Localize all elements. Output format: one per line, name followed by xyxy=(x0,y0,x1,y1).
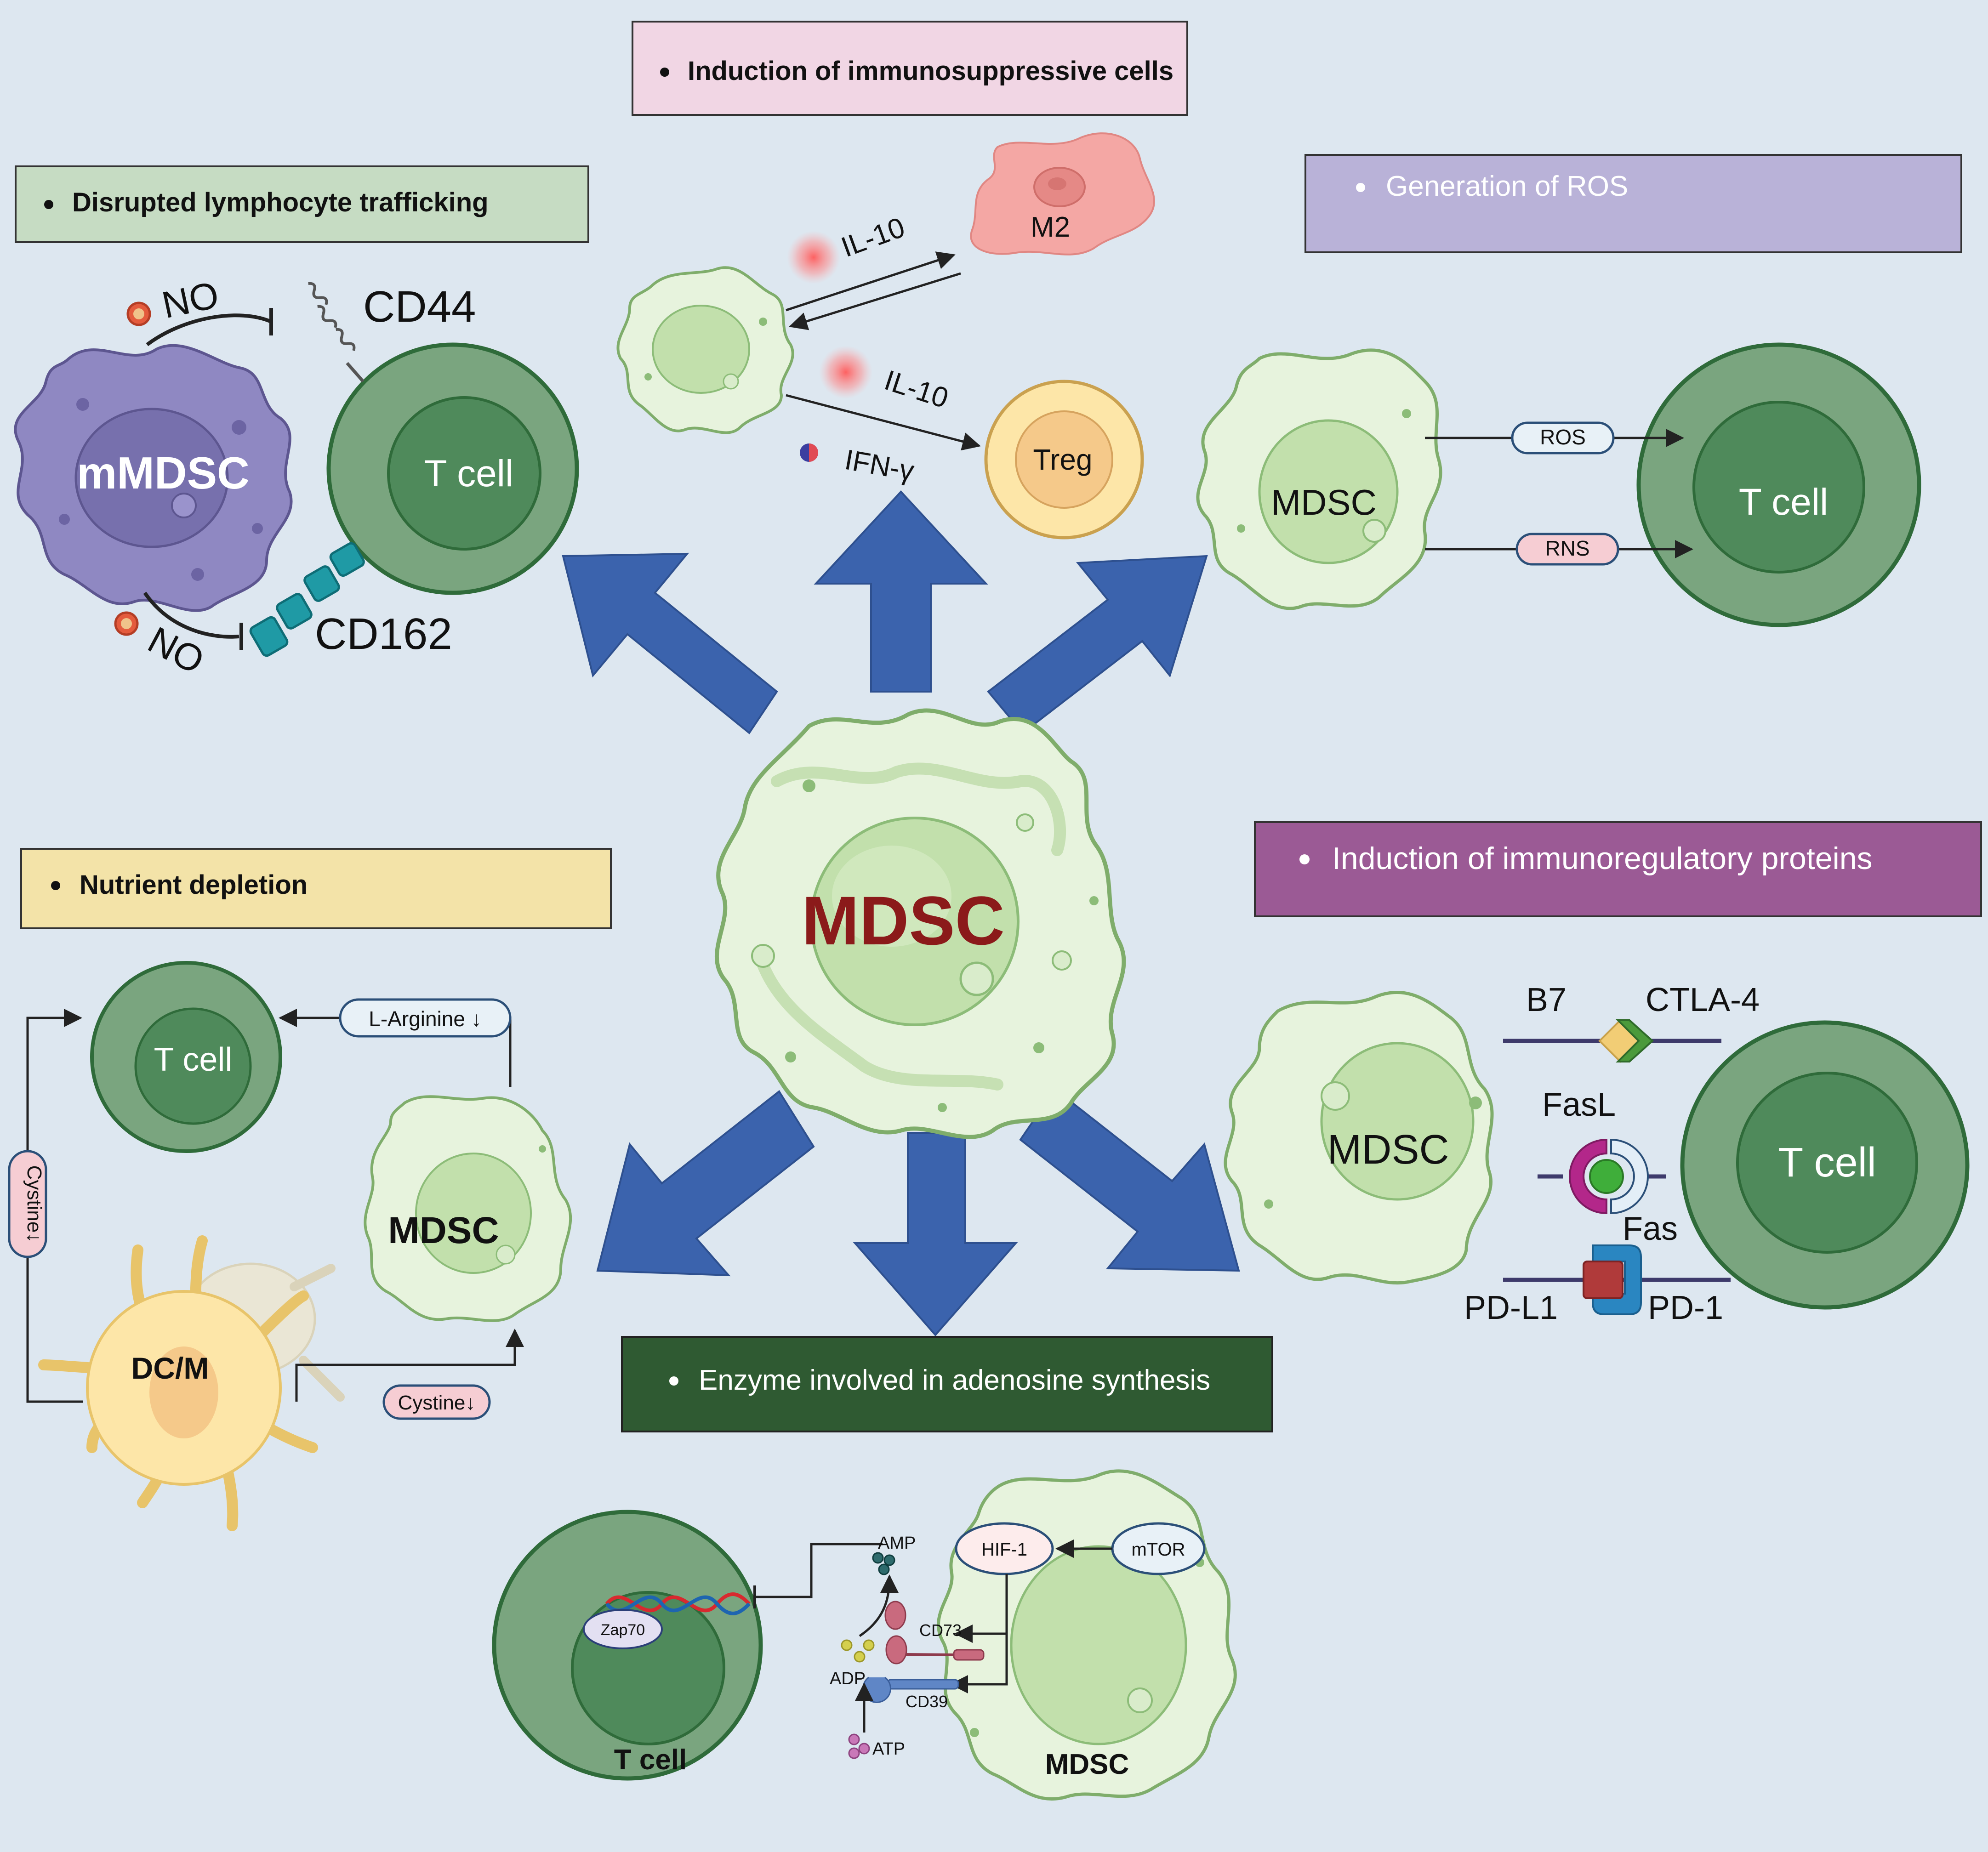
ros-tcell-label: T cell xyxy=(1739,481,1828,523)
panel-trafficking-header: Disrupted lymphocyte trafficking xyxy=(15,165,589,243)
panel-nutrient-header: Nutrient depletion xyxy=(20,848,612,929)
pdl1-label: PD-L1 xyxy=(1464,1290,1558,1326)
panel-ros-title: Generation of ROS xyxy=(1386,170,1628,202)
reg-mdsc-label: MDSC xyxy=(1327,1127,1449,1173)
zap70-label: Zap70 xyxy=(601,1621,645,1639)
dc-cell: DC/M xyxy=(38,1235,345,1531)
arrow-down-right xyxy=(1019,1088,1240,1272)
ros-pill: ROS xyxy=(1540,425,1586,449)
panel-trafficking-title: Disrupted lymphocyte trafficking xyxy=(72,187,489,217)
larginine-pill: L-Arginine ↓ xyxy=(369,1007,481,1031)
central-mdsc: MDSC xyxy=(714,708,1126,1139)
panel-adenosine-title: Enzyme involved in adenosine synthesis xyxy=(699,1364,1210,1396)
adp-label: ADP xyxy=(830,1669,866,1688)
ros-diagram: MDSC T cell ROS RNS xyxy=(1196,342,1921,627)
panel-adenosine-header: Enzyme involved in adenosine synthesis xyxy=(621,1336,1273,1432)
panel-immunosuppressive-header: Induction of immunosuppressive cells xyxy=(632,21,1188,116)
hif1-label: HIF-1 xyxy=(981,1540,1027,1560)
regulatory-diagram: MDSC T cell B7 CTLA-4 FasL Fas PD-L1 PD-… xyxy=(1224,982,1970,1326)
immunosuppressive-diagram: M2 Treg IL-10 IL-10 IFN-γ xyxy=(616,132,1155,540)
trafficking-tcell-label: T cell xyxy=(424,453,513,494)
arrow-down-left xyxy=(596,1090,815,1277)
panel-nutrient-title: Nutrient depletion xyxy=(80,870,308,900)
cd39-label: CD39 xyxy=(906,1692,948,1711)
aden-mdsc-label: MDSC xyxy=(1045,1749,1129,1780)
panel-ros-header: Generation of ROS xyxy=(1304,154,1962,253)
aden-tcell-label: T cell xyxy=(614,1744,687,1776)
mtor-label: mTOR xyxy=(1131,1540,1185,1560)
fasl-label: FasL xyxy=(1542,1086,1616,1123)
dcm-label: DC/M xyxy=(131,1351,209,1385)
nutrient-tcell-label: T cell xyxy=(154,1041,233,1078)
fas-label: Fas xyxy=(1623,1210,1678,1247)
panel-immunosuppressive-title: Induction of immunosuppressive cells xyxy=(688,56,1173,86)
pd1-label: PD-1 xyxy=(1648,1290,1723,1326)
arrow-up-right xyxy=(987,555,1208,734)
center-label: MDSC xyxy=(802,882,1005,959)
b7-label: B7 xyxy=(1526,982,1566,1018)
mmdsc-label: mMDSC xyxy=(77,448,250,498)
amp-label: AMP xyxy=(878,1534,916,1553)
arrow-down xyxy=(853,1132,1018,1337)
trafficking-diagram: mMDSC T cell NO CD44 NO CD162 xyxy=(14,274,579,682)
m2-label: M2 xyxy=(1031,211,1070,243)
panel-regulatory-header: Induction of immunoregulatory proteins xyxy=(1254,821,1982,917)
adenosine-diagram: MDSC T cell Zap70 AMP HIF-1 mTOR CD73 xyxy=(492,1469,1237,1801)
nutrient-diagram: T cell MDSC xyxy=(8,961,572,1531)
arrow-up xyxy=(814,490,988,693)
cystine-bottom-pill: Cystine↓ xyxy=(398,1392,476,1414)
nutrient-mdsc-label: MDSC xyxy=(388,1210,499,1251)
arrow-up-left xyxy=(562,552,778,734)
panel-regulatory-title: Induction of immunoregulatory proteins xyxy=(1332,841,1873,876)
treg-label: Treg xyxy=(1033,443,1092,476)
atp-label: ATP xyxy=(872,1739,905,1759)
cd44-label: CD44 xyxy=(363,282,476,331)
direction-arrows xyxy=(562,490,1240,1337)
cd73-label: CD73 xyxy=(919,1621,962,1640)
cystine-side-pill: Cystine↓ xyxy=(23,1165,46,1243)
reg-tcell-label: T cell xyxy=(1778,1140,1876,1186)
rns-pill: RNS xyxy=(1545,536,1589,560)
ctla4-label: CTLA-4 xyxy=(1646,982,1760,1018)
ros-mdsc-label: MDSC xyxy=(1271,482,1377,523)
cd162-label: CD162 xyxy=(315,609,452,659)
